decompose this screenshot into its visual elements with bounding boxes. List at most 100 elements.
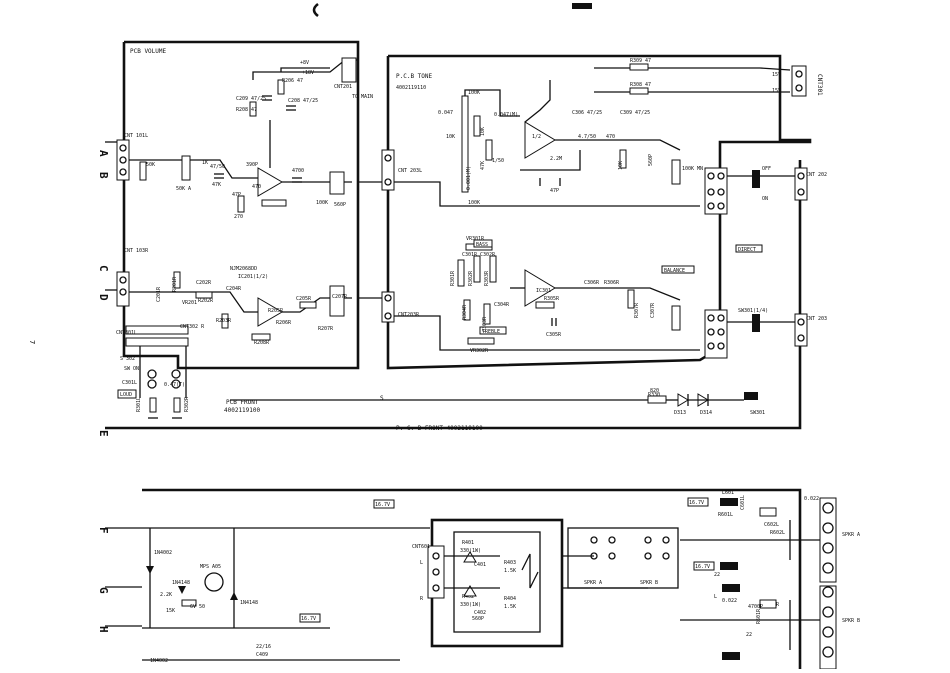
- connector-cnt203l: [381, 149, 395, 191]
- svg-text:C306 47/25: C306 47/25: [572, 110, 602, 116]
- pcb-tone-label: P.C.B TONE: [396, 73, 433, 80]
- svg-text:100K MN: 100K MN: [682, 166, 703, 172]
- svg-text:CNT301L: CNT301L: [116, 330, 137, 336]
- loud-label: LOUD: [120, 392, 132, 398]
- connector-out-bottom: [329, 285, 345, 317]
- cnt203l-label: CNT 203L: [398, 168, 422, 174]
- svg-text:CNT302 R: CNT302 R: [180, 324, 205, 330]
- connector-cnt302r: [125, 337, 189, 347]
- svg-text:100K: 100K: [468, 90, 480, 96]
- svg-text:16.7V: 16.7V: [689, 500, 704, 506]
- connector-cnt201: [341, 57, 357, 83]
- svg-text:R402: R402: [462, 594, 474, 600]
- cnt202-label: CNT 202: [806, 172, 827, 178]
- treble-pot: [467, 337, 495, 345]
- svg-text:1.5K: 1.5K: [504, 604, 516, 610]
- svg-text:0.022: 0.022: [722, 598, 737, 604]
- balance-label-box: [661, 265, 695, 274]
- v167-box-3: [693, 561, 715, 571]
- connector-cnt301l: [125, 325, 189, 335]
- scan-mark: [572, 3, 592, 9]
- speaker-a-switch-label: SPKR A: [584, 580, 602, 586]
- bass-label-box: [473, 239, 493, 248]
- svg-text:R401: R401: [462, 540, 474, 546]
- svg-text:C201R: C201R: [156, 286, 162, 302]
- svg-text:560P: 560P: [472, 616, 484, 622]
- svg-text:SW301: SW301: [750, 410, 765, 416]
- svg-text:C205R: C205R: [296, 296, 312, 302]
- svg-text:C304R: C304R: [494, 302, 510, 308]
- part-50k: 50K: [146, 162, 155, 168]
- svg-text:R205R: R205R: [268, 308, 284, 314]
- svg-text:2.2K: 2.2K: [160, 592, 172, 598]
- ic301-top-label: 1/2: [532, 134, 541, 140]
- svg-text:R307R: R307R: [634, 302, 640, 318]
- speaker-a-terminals: [819, 497, 837, 583]
- row-letter-c: C: [97, 265, 110, 272]
- svg-text:L601: L601: [722, 490, 734, 496]
- wire-e-bus: [105, 160, 802, 430]
- r330-value: 820: [650, 388, 659, 394]
- ic201-part-label: IC201(1/2): [238, 274, 268, 280]
- v167-box-2: [687, 497, 709, 507]
- svg-text:10K: 10K: [618, 161, 624, 170]
- cnt203r-label: CNT203R: [398, 312, 420, 318]
- tone-board-outline: [386, 54, 812, 370]
- part-4700: 4700: [292, 168, 304, 174]
- pcb-tone-number: 4002119110: [396, 85, 426, 91]
- led-d313: [677, 393, 689, 407]
- coil-l601: [720, 498, 738, 506]
- row-letter-g: G: [97, 587, 110, 594]
- svg-text:0.047: 0.047: [438, 110, 453, 116]
- balance-pot-bottom: [671, 305, 681, 331]
- svg-text:22: 22: [714, 572, 720, 578]
- relay-block-inner: [453, 531, 541, 633]
- svg-text:C204R: C204R: [226, 286, 242, 292]
- svg-text:16.7V: 16.7V: [301, 616, 316, 622]
- svg-text:C302R: C302R: [480, 252, 496, 258]
- pcb-volume-label: PCB VOLUME: [130, 48, 167, 55]
- svg-text:R309 47: R309 47: [630, 58, 651, 64]
- svg-text:C402: C402: [474, 610, 486, 616]
- page-number: 7: [28, 340, 36, 344]
- connector-cnt101l: [116, 139, 130, 181]
- svg-text:R207R: R207R: [318, 326, 334, 332]
- svg-text:R201R: R201R: [172, 276, 178, 292]
- speaker-b-switch-label: SPKR B: [640, 580, 658, 586]
- resistor-r206: [277, 79, 285, 95]
- to-main-label: TO MAIN: [352, 94, 373, 100]
- connector-cnt103r-label: CNT 103R: [124, 248, 149, 254]
- row-letter-h: H: [97, 626, 110, 633]
- svg-text:R302R: R302R: [184, 396, 190, 412]
- direct-label: DIRECT: [738, 247, 756, 253]
- cnt203-label: CNT 203: [806, 316, 827, 322]
- svg-text:560P: 560P: [648, 154, 654, 166]
- relay-block-outer: [430, 518, 564, 648]
- svg-text:D313: D313: [674, 410, 686, 416]
- svg-text:L: L: [420, 560, 423, 566]
- switch-off-label: OFF: [762, 166, 771, 172]
- sw301-switch: [744, 392, 758, 400]
- part-c208: C208 47/25: [288, 98, 318, 104]
- svg-text:C301R: C301R: [462, 252, 478, 258]
- svg-text:330(1W): 330(1W): [460, 548, 481, 554]
- scan-mark: [312, 2, 319, 18]
- r330-label: R330: [648, 392, 660, 398]
- diode-1n4148-1: [178, 586, 186, 594]
- svg-text:2.2M: 2.2M: [550, 156, 562, 162]
- cnt601-label: CNT601: [412, 544, 430, 550]
- pcb-volume-board: PCB VOLUME CNT 101L CNT 103R 50K A +8V +…: [116, 40, 373, 419]
- direct-switch-bottom: [752, 314, 760, 332]
- svg-text:R206R: R206R: [276, 320, 292, 326]
- svg-text:1/50: 1/50: [492, 158, 504, 164]
- svg-text:R301R: R301R: [450, 270, 456, 286]
- svg-text:C401: C401: [474, 562, 486, 568]
- svg-text:16.7V: 16.7V: [375, 502, 390, 508]
- connector-cnt101l-label: CNT 101L: [124, 133, 148, 139]
- row-letters: A B C D E F G H 7: [28, 150, 110, 633]
- svg-text:R404: R404: [504, 596, 516, 602]
- transistor-mps-a05: [204, 572, 224, 592]
- speaker-switch-block: [567, 527, 679, 589]
- svg-text:C409: C409: [256, 652, 268, 658]
